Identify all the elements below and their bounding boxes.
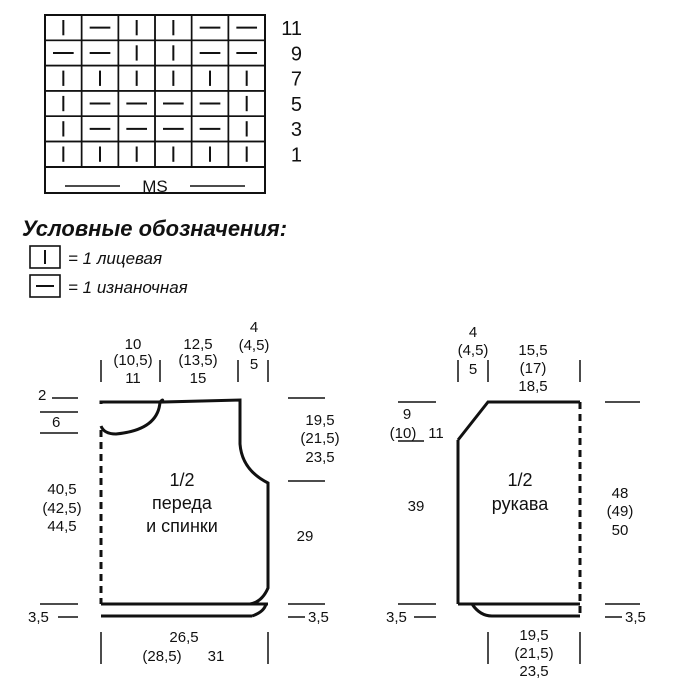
sleeve-top-width2-1: 15,5 <box>518 342 547 359</box>
sleeve-top-width2-3: 18,5 <box>518 378 547 395</box>
legend-knit-text: = 1 лицевая <box>68 249 162 268</box>
sleeve-cap-height-1: 9 <box>403 406 411 423</box>
body-label-1: 1/2 <box>169 470 194 490</box>
body-bottom-width-3: 31 <box>208 648 225 665</box>
body-outline <box>99 398 270 606</box>
body-label-2: переда <box>152 493 213 513</box>
body-shoulder-width-2: (13,5) <box>178 352 217 369</box>
row-number: 1 <box>291 145 302 167</box>
sleeve-cap-height-3: 11 <box>428 425 444 442</box>
stitch-chart: MS 11 9 7 5 3 1 <box>44 14 302 196</box>
body-total-height-2: (42,5) <box>42 500 81 517</box>
sleeve-total-height-1: 48 <box>612 485 629 502</box>
knit-symbol-box <box>29 245 61 269</box>
body-bottom-width-1: 26,5 <box>169 629 198 646</box>
body-neck-width-1: 10 <box>125 336 142 353</box>
sleeve-top-width1-3: 5 <box>469 361 477 378</box>
body-rib-right: 3,5 <box>308 609 329 626</box>
body-total-height-3: 44,5 <box>47 518 76 535</box>
sleeve-bottom-edge <box>470 603 580 618</box>
body-shoulder-width-1: 12,5 <box>183 336 212 353</box>
body-armhole-width-2: (4,5) <box>239 337 270 354</box>
chart-cells <box>44 14 266 168</box>
legend: Условные обозначения: = 1 лицевая = 1 из… <box>22 216 287 298</box>
body-bottom-width-2: (28,5) <box>142 648 181 665</box>
sleeve-bottom-width-1: 19,5 <box>519 627 548 644</box>
sleeve-bottom-width-2: (21,5) <box>514 645 553 662</box>
body-neck-width-3: 11 <box>125 370 141 387</box>
sleeve-top-width1-1: 4 <box>469 324 477 341</box>
sleeve-left-height: 39 <box>408 498 425 515</box>
legend-title: Условные обозначения: <box>22 216 287 241</box>
body-neckline <box>99 400 162 436</box>
sleeve-top-width1-2: (4,5) <box>458 342 489 359</box>
sleeve-cap-outline <box>456 400 580 441</box>
sleeve-label-2: рукава <box>492 494 549 514</box>
body-schematic: 1/2 переда и спинки 10 (10,5) 11 12,5 (1… <box>28 319 340 665</box>
body-rib-left: 3,5 <box>28 609 49 626</box>
body-shoulder-width-3: 15 <box>190 370 207 387</box>
body-armhole-width-1: 4 <box>250 319 258 336</box>
repeat-label: MS <box>142 177 168 196</box>
body-label-3: и спинки <box>146 516 218 536</box>
row-numbers: 11 9 7 5 3 1 <box>281 18 302 167</box>
body-rib-corner <box>251 603 268 618</box>
sleeve-total-height-3: 50 <box>612 522 629 539</box>
sleeve-cap-height-2: (10) <box>390 425 417 442</box>
row-number: 7 <box>291 69 302 91</box>
sleeve-rib-left: 3,5 <box>386 609 407 626</box>
body-armhole-height-2: (21,5) <box>300 430 339 447</box>
body-total-height-1: 40,5 <box>47 481 76 498</box>
body-armhole-height-3: 23,5 <box>305 449 334 466</box>
body-armhole-width-3: 5 <box>250 356 258 373</box>
body-armhole-height-1: 19,5 <box>305 412 334 429</box>
body-side-height: 29 <box>297 528 314 545</box>
legend-purl-text: = 1 изнаночная <box>68 278 188 297</box>
row-number: 5 <box>291 94 302 116</box>
body-neck-width-2: (10,5) <box>113 352 152 369</box>
row-number: 3 <box>291 119 302 141</box>
sleeve-total-height-2: (49) <box>607 503 634 520</box>
sleeve-top-width2-2: (17) <box>520 360 547 377</box>
sleeve-bottom-width-3: 23,5 <box>519 663 548 680</box>
sleeve-schematic: 1/2 рукава 4 (4,5) 5 15,5 (17) 18,5 9 (1… <box>386 324 646 680</box>
sleeve-label-1: 1/2 <box>507 470 532 490</box>
purl-symbol-box <box>29 274 61 298</box>
row-number: 11 <box>281 18 302 40</box>
sleeve-rib-right: 3,5 <box>625 609 646 626</box>
body-neck-depth-front: 6 <box>52 414 60 431</box>
body-neck-depth-back: 2 <box>38 387 46 404</box>
row-number: 9 <box>291 43 302 65</box>
